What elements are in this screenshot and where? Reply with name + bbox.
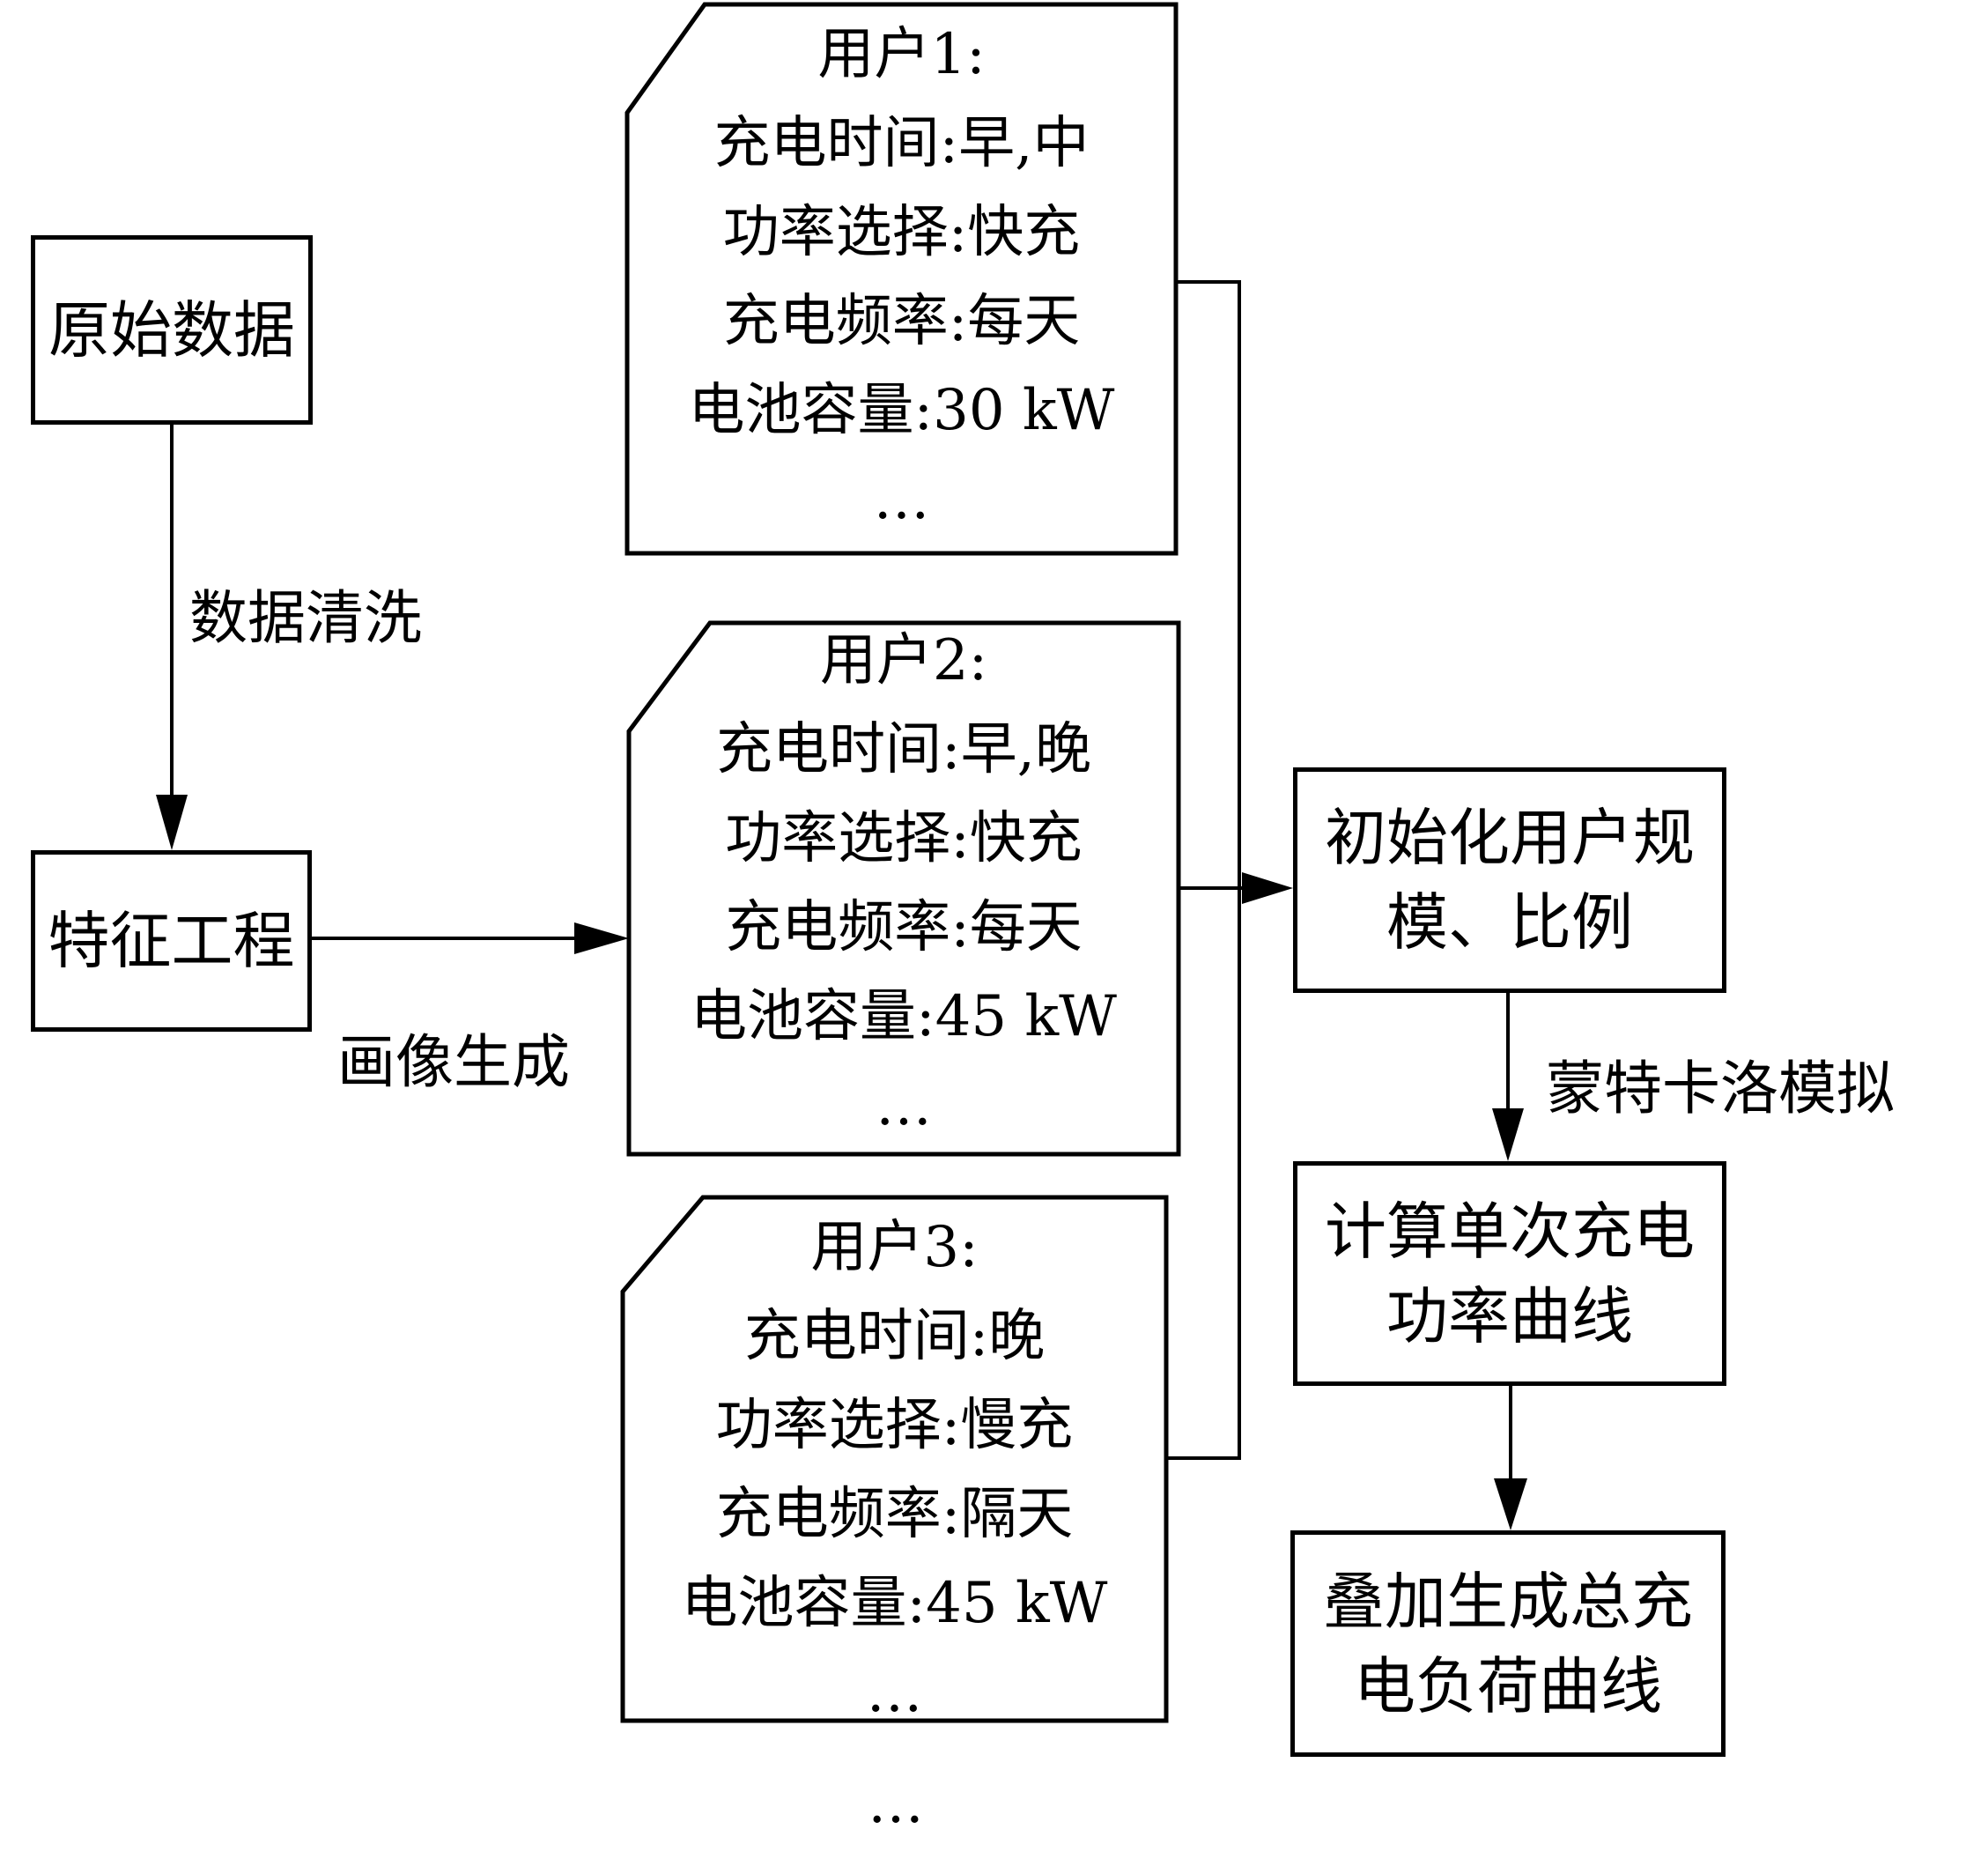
user-card-3: 用户3: 充电时间:晚 功率选择:慢充 充电频率:隔天 电池容量:45 kW … bbox=[623, 1204, 1166, 1737]
node-total-curve-line1: 叠加生成总充 bbox=[1323, 1565, 1693, 1638]
arrowhead-montecarlo bbox=[1492, 1108, 1524, 1161]
user-card-1: 用户1: 充电时间:早,中 功率选择:快充 充电频率:每天 电池容量:30 kW… bbox=[627, 11, 1176, 544]
node-raw-data: 原始数据 bbox=[31, 235, 313, 425]
user-card-1-outline bbox=[624, 2, 1179, 556]
user-attr-charge-time: 充电时间:早,晚 bbox=[716, 717, 1091, 782]
node-total-curve: 叠加生成总充 电负荷曲线 bbox=[1290, 1530, 1726, 1757]
user-more: … bbox=[866, 1660, 923, 1725]
user-more: … bbox=[873, 467, 930, 532]
user-attr-frequency: 充电频率:每天 bbox=[722, 289, 1081, 354]
node-calc-curve-line1: 计算单次充电 bbox=[1325, 1195, 1695, 1268]
user-card-title: 用户2: bbox=[819, 628, 988, 693]
node-calc-curve-line2: 功率曲线 bbox=[1386, 1279, 1633, 1352]
user-attr-power: 功率选择:快充 bbox=[722, 200, 1081, 265]
user-attr-charge-time: 充电时间:早,中 bbox=[713, 111, 1090, 176]
node-total-curve-line2: 电负荷曲线 bbox=[1354, 1649, 1662, 1722]
user-attr-power: 功率选择:慢充 bbox=[715, 1393, 1074, 1458]
node-feature-engineering-label: 特征工程 bbox=[48, 905, 295, 977]
user-more: … bbox=[876, 1073, 932, 1138]
user-attr-frequency: 充电频率:每天 bbox=[725, 895, 1083, 960]
bus-user1 bbox=[1166, 280, 1241, 1460]
user-attr-battery: 电池容量:45 kW bbox=[691, 984, 1117, 1049]
node-init-scale-line1: 初始化用户规 bbox=[1325, 802, 1695, 874]
more-users-ellipsis: … bbox=[868, 1771, 929, 1836]
user-attr-battery: 电池容量:30 kW bbox=[688, 378, 1115, 443]
node-feature-engineering: 特征工程 bbox=[31, 850, 312, 1032]
arrowhead-superpose bbox=[1494, 1478, 1527, 1530]
arrowhead-init bbox=[1242, 872, 1293, 904]
node-init-scale: 初始化用户规 模、比例 bbox=[1293, 767, 1726, 993]
user-card-title: 用户1: bbox=[817, 22, 986, 87]
user-card-title: 用户3: bbox=[810, 1215, 979, 1280]
arrowhead-cleaning bbox=[156, 795, 188, 850]
edge-label-profile-generation: 画像生成 bbox=[337, 1028, 570, 1096]
node-raw-data-label: 原始数据 bbox=[48, 293, 295, 367]
node-init-scale-line2: 模、比例 bbox=[1386, 886, 1633, 959]
arrowhead-profile bbox=[574, 922, 629, 954]
user-attr-charge-time: 充电时间:晚 bbox=[743, 1304, 1046, 1369]
user-attr-power: 功率选择:快充 bbox=[725, 806, 1083, 871]
user-attr-frequency: 充电频率:隔天 bbox=[715, 1482, 1074, 1547]
edge-label-monte-carlo: 蒙特卡洛模拟 bbox=[1546, 1055, 1895, 1122]
user-card-2: 用户2: 充电时间:早,晚 功率选择:快充 充电频率:每天 电池容量:45 kW… bbox=[629, 617, 1179, 1151]
node-calc-curve: 计算单次充电 功率曲线 bbox=[1293, 1161, 1726, 1386]
user-attr-battery: 电池容量:45 kW bbox=[681, 1571, 1108, 1636]
edge-label-data-cleaning: 数据清洗 bbox=[189, 584, 422, 652]
